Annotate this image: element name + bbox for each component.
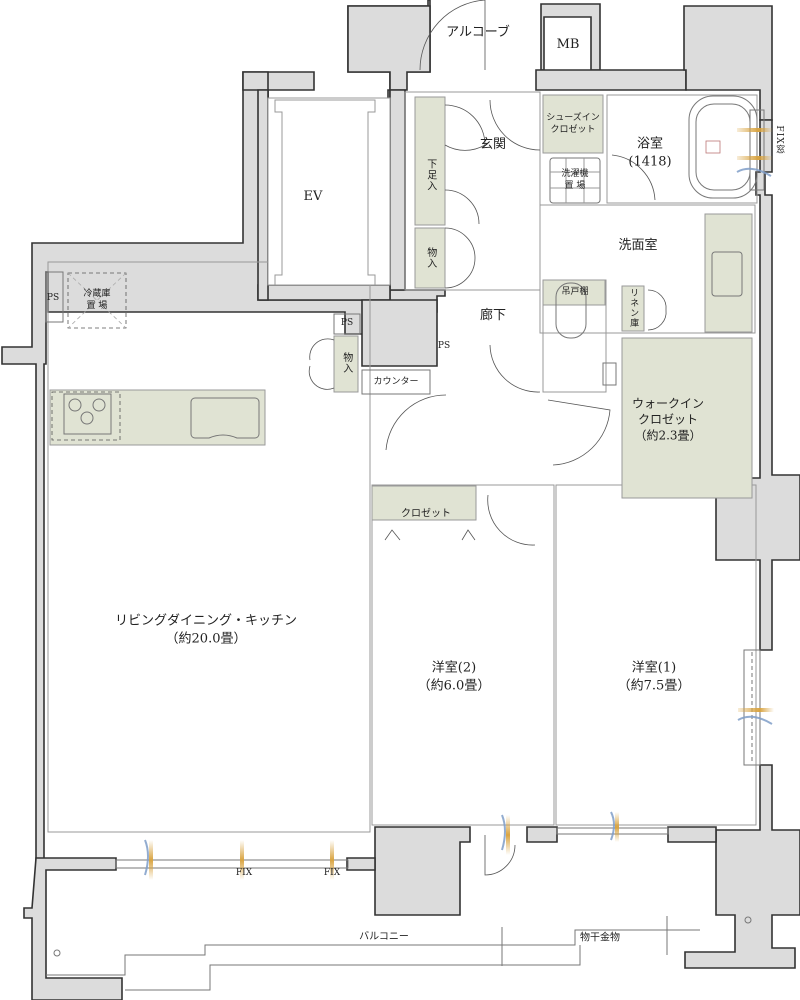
bathroom-door bbox=[611, 154, 656, 201]
wall-balcony-ldk-right bbox=[346, 857, 376, 871]
entrance-outline bbox=[404, 91, 541, 291]
burner-icon bbox=[80, 411, 94, 425]
bathtub bbox=[688, 95, 758, 199]
linen-storage bbox=[621, 285, 645, 332]
western1-window-side bbox=[743, 649, 761, 766]
western1-door bbox=[547, 399, 611, 466]
washer-space bbox=[549, 157, 601, 204]
washroom-label: 洗面室 bbox=[618, 238, 658, 254]
toilet-sink bbox=[602, 362, 617, 386]
stove bbox=[63, 393, 112, 435]
wall-top-entrance bbox=[535, 69, 687, 91]
ps-box-ldk bbox=[45, 271, 64, 323]
entrance-storage bbox=[414, 227, 446, 289]
fix-label-1: FIX bbox=[235, 867, 253, 878]
shoe-box-door bbox=[444, 104, 486, 151]
western2-closet-label: クロゼット bbox=[401, 508, 451, 520]
fix-window-label: FIX窓 bbox=[774, 125, 785, 155]
balcony-rail bbox=[46, 929, 700, 976]
alcove-label: アルコーブ bbox=[446, 25, 510, 41]
linen-label: リネン庫 bbox=[628, 288, 639, 328]
wall-bottom-right-stub bbox=[667, 826, 717, 843]
wall-ev-left bbox=[257, 89, 269, 301]
bathroom-label: 浴室 (1418) bbox=[628, 136, 672, 169]
ps-label-ldk: PS bbox=[46, 292, 60, 303]
elevator-label: EV bbox=[303, 189, 323, 205]
counter-label: カウンター bbox=[373, 376, 419, 387]
washer-space-label: 洗濯機 置 場 bbox=[561, 168, 589, 191]
ps-box-kitchen bbox=[333, 313, 361, 335]
walk-in-closet-label: ウォークイン クロゼット （約2.3畳） bbox=[631, 396, 705, 444]
kitchen-sink bbox=[190, 397, 260, 439]
wall-bottom-pillar bbox=[374, 826, 471, 916]
front-door bbox=[419, 0, 486, 71]
bath-drain-icon bbox=[705, 140, 721, 154]
entrance-label: 玄関 bbox=[479, 137, 507, 153]
linen-door bbox=[647, 289, 667, 331]
bath-window bbox=[749, 109, 765, 191]
toilet-room bbox=[542, 279, 607, 393]
elevator-box bbox=[267, 97, 391, 286]
kitchen-storage-label: 物入 bbox=[340, 352, 352, 374]
ldk-outline bbox=[47, 261, 371, 833]
ldk-door bbox=[385, 394, 447, 451]
balcony-rail-outer bbox=[125, 945, 581, 991]
vanity-sink bbox=[711, 251, 743, 297]
washroom-vanity bbox=[704, 213, 753, 333]
walk-in-closet-storage bbox=[621, 337, 753, 499]
western2-door bbox=[487, 494, 536, 546]
shoes-in-closet-storage bbox=[542, 94, 604, 154]
wall-ev-right bbox=[389, 89, 406, 291]
kitchen-storage-door bbox=[308, 338, 335, 390]
balcony-label: バルコニー bbox=[359, 931, 409, 943]
burner-icon bbox=[68, 398, 82, 412]
ldk-window bbox=[115, 859, 349, 869]
washroom-outline bbox=[539, 204, 756, 334]
fridge-space-label: 冷蔵庫 置 場 bbox=[83, 288, 111, 311]
wall-bottom-stub bbox=[526, 826, 558, 843]
hanging-shelf bbox=[542, 279, 606, 306]
fix-label-2: FIX bbox=[323, 867, 341, 878]
ldk-label: リビングダイニング・キッチン （約20.0畳） bbox=[114, 613, 298, 646]
laundry-hardware-label: 物干金物 bbox=[580, 932, 620, 944]
bathtub-inner bbox=[695, 103, 751, 191]
ps-label-hallway: PS bbox=[437, 340, 451, 351]
wall-center-block bbox=[361, 299, 438, 367]
toilet-bowl bbox=[555, 282, 587, 339]
balcony-door bbox=[484, 835, 516, 876]
entrance-storage-label: 物入 bbox=[424, 247, 436, 269]
meter-box-label: MB bbox=[556, 37, 580, 53]
western1-label: 洋室(1) （約7.5畳） bbox=[617, 660, 691, 693]
closet-doors bbox=[384, 529, 476, 541]
burner-icon bbox=[92, 398, 106, 412]
shoes-in-closet-label: シューズイン クロゼット bbox=[546, 112, 600, 135]
wall-right-lower bbox=[684, 764, 800, 969]
toilet-door bbox=[489, 344, 541, 393]
stove-area bbox=[51, 391, 121, 441]
kitchen-storage bbox=[333, 335, 359, 393]
shoe-box-storage bbox=[414, 96, 446, 226]
airflow-icons bbox=[144, 128, 774, 880]
hanging-shelf-label: 吊戸棚 bbox=[561, 286, 589, 297]
wall-top-right bbox=[683, 5, 773, 121]
western2-label: 洋室(2) （約6.0畳） bbox=[417, 660, 491, 693]
drain-icon bbox=[744, 916, 752, 924]
western2-closet bbox=[371, 485, 477, 521]
wall-balcony-left bbox=[23, 857, 123, 1000]
storage-door bbox=[444, 189, 480, 289]
western2-outline bbox=[371, 484, 555, 826]
wall-ev-top-left bbox=[242, 71, 269, 91]
elevator-car bbox=[274, 99, 376, 286]
drain-icon bbox=[53, 949, 61, 957]
entrance-door-inner bbox=[489, 99, 541, 151]
ps-label-kitchen: PS bbox=[340, 317, 354, 328]
hallway-label: 廊下 bbox=[479, 308, 507, 324]
wall-core bbox=[347, 5, 431, 91]
fridge-space bbox=[67, 272, 127, 329]
counter-box bbox=[361, 369, 431, 395]
shoe-box-label: 下足入 bbox=[424, 158, 436, 192]
